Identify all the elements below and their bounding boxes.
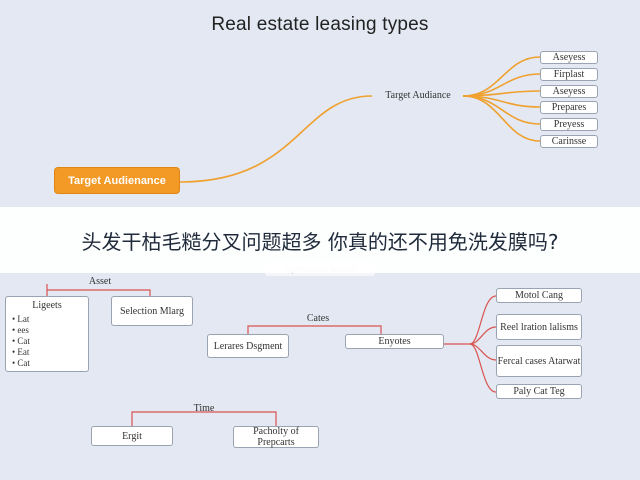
cates-child-node[interactable]: Enyotes: [345, 334, 444, 349]
list-item: • Cat: [12, 358, 30, 368]
root-to-hub-line: [179, 95, 373, 183]
list-item: • ees: [12, 325, 29, 335]
asset-list-box[interactable]: Ligeets • Lat • ees • Cat • Eat • Cat: [5, 296, 89, 372]
right-child-node[interactable]: Paly Cat Teg: [496, 384, 582, 399]
asset-label: Asset: [88, 276, 112, 287]
list-item: • Eat: [12, 347, 30, 357]
right-child-node[interactable]: Fercal cases Atarwat: [496, 345, 582, 377]
leaf-node[interactable]: Carinsse: [540, 135, 598, 148]
leaf-node[interactable]: Aseyess: [540, 85, 598, 98]
leaf-node[interactable]: Firplast: [540, 68, 598, 81]
right-child-node[interactable]: Reel lration lalisms: [496, 314, 582, 340]
page-title: Real estate leasing types: [211, 14, 429, 35]
hub-node-target-audience[interactable]: Target Audiance: [385, 90, 451, 101]
cates-label: Cates: [306, 313, 330, 324]
time-label: Time: [193, 403, 215, 414]
list-item: • Cat: [12, 336, 30, 346]
list-item: • Lat: [12, 314, 30, 324]
leaf-node[interactable]: Aseyess: [540, 51, 598, 64]
root-node-target-audience[interactable]: Target Audienance: [54, 167, 180, 194]
time-child-node[interactable]: Ergit: [91, 426, 173, 446]
time-child-node[interactable]: Pacholty of Prepcarts: [233, 426, 319, 448]
right-child-node[interactable]: Motol Cang: [496, 288, 582, 303]
cates-child-node[interactable]: Lerares Dsgment: [207, 334, 289, 358]
leaf-node[interactable]: Preyess: [540, 118, 598, 131]
caption-banner: 头发干枯毛糙分叉问题超多 你真的还不用免洗发膜吗?: [0, 207, 640, 273]
selection-node[interactable]: Selection Mlarg: [111, 296, 193, 326]
asset-list-header: Ligeets: [32, 300, 62, 311]
leaf-node[interactable]: Prepares: [540, 101, 598, 114]
